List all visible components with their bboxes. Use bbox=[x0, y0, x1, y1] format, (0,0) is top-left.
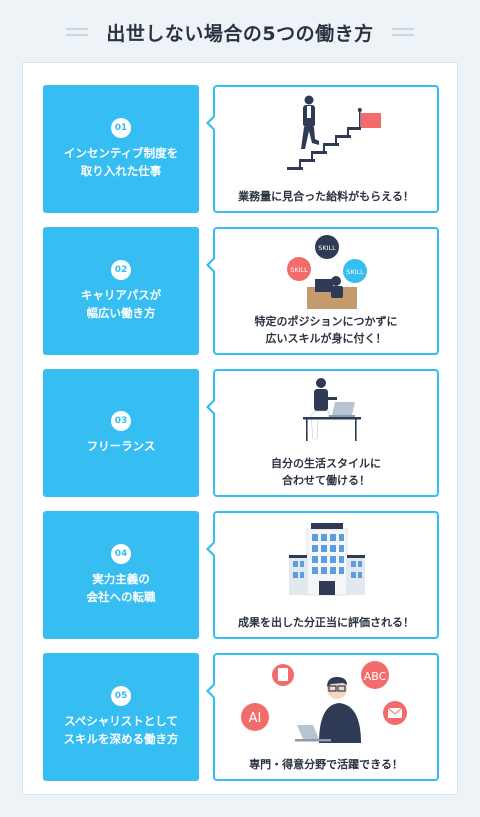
abc-bubble: ABC bbox=[364, 670, 387, 683]
work-style-box-3: 03 フリーランス bbox=[43, 369, 199, 497]
content-panel: 01 インセンティブ制度を 取り入れた仕事 bbox=[22, 62, 458, 795]
benefit-card-5: AI ABC 専門・得意分野で活躍できる！ bbox=[206, 653, 439, 781]
item-number-badge: 01 bbox=[111, 118, 131, 138]
work-style-label: 実力主義の 会社への転職 bbox=[86, 572, 156, 604]
benefit-caption: 成果を出した分正当に評価される！ bbox=[238, 616, 414, 629]
work-style-row-1: 01 インセンティブ制度を 取り入れた仕事 bbox=[43, 85, 439, 213]
title-right-decoration bbox=[391, 28, 414, 36]
work-style-label: フリーランス bbox=[86, 439, 156, 453]
skill-bubble-right: SKILL bbox=[346, 268, 364, 276]
work-style-label: スペシャリストとして スキルを深める働き方 bbox=[63, 714, 179, 746]
office-building-illustration bbox=[289, 523, 365, 596]
work-style-label: キャリアパスが 幅広い働き方 bbox=[80, 288, 162, 320]
ai-bubble: AI bbox=[249, 711, 262, 726]
item-number-badge: 05 bbox=[111, 686, 131, 706]
work-style-label: インセンティブ制度を 取り入れた仕事 bbox=[63, 146, 179, 178]
work-style-box-4: 04 実力主義の 会社への転職 bbox=[43, 511, 199, 639]
benefit-caption: 専門・得意分野で活躍できる！ bbox=[249, 758, 403, 771]
stairs-flag-illustration bbox=[287, 95, 381, 170]
title-left-decoration bbox=[66, 28, 89, 36]
work-style-row-5: 05 スペシャリストとして スキルを深める働き方 AI ABC bbox=[43, 653, 439, 781]
work-style-row-3: 03 フリーランス 自分の生活スタイルに 合わせて働ける！ bbox=[43, 369, 439, 497]
skill-bubble-top: SKILL bbox=[318, 244, 336, 252]
item-number-badge: 04 bbox=[111, 544, 131, 564]
item-number-badge: 02 bbox=[111, 260, 131, 280]
freelancer-laptop-illustration bbox=[303, 378, 361, 441]
work-style-box-1: 01 インセンティブ制度を 取り入れた仕事 bbox=[43, 85, 199, 213]
benefit-card-3: 自分の生活スタイルに 合わせて働ける！ bbox=[206, 369, 439, 497]
work-style-box-5: 05 スペシャリストとして スキルを深める働き方 bbox=[43, 653, 199, 781]
benefit-caption: 自分の生活スタイルに 合わせて働ける！ bbox=[271, 457, 381, 487]
benefit-caption: 業務量に見合った給料がもらえる！ bbox=[238, 190, 414, 203]
work-style-row-4: 04 実力主義の 会社への転職 bbox=[43, 511, 439, 639]
header: 出世しない場合の5つの働き方 bbox=[0, 14, 480, 50]
skill-bubbles-illustration: SKILL SKILL SKILL bbox=[287, 235, 367, 309]
skill-bubble-left: SKILL bbox=[290, 266, 308, 274]
benefit-caption: 特定のポジションにつかずに 広いスキルが身に付く！ bbox=[254, 315, 398, 345]
work-style-box-2: 02 キャリアパスが 幅広い働き方 bbox=[43, 227, 199, 355]
benefit-card-2: SKILL SKILL SKILL 特定のポジションにつかずに 広いスキルが身に… bbox=[206, 227, 439, 355]
work-style-row-2: 02 キャリアパスが 幅広い働き方 SKILL SKILL SKILL 特定のポ… bbox=[43, 227, 439, 355]
page-title: 出世しない場合の5つの働き方 bbox=[106, 22, 374, 45]
benefit-card-4: 成果を出した分正当に評価される！ bbox=[206, 511, 439, 639]
specialist-illustration: AI ABC bbox=[241, 661, 407, 743]
benefit-card-1: 業務量に見合った給料がもらえる！ bbox=[206, 85, 439, 213]
item-number-badge: 03 bbox=[111, 411, 131, 431]
